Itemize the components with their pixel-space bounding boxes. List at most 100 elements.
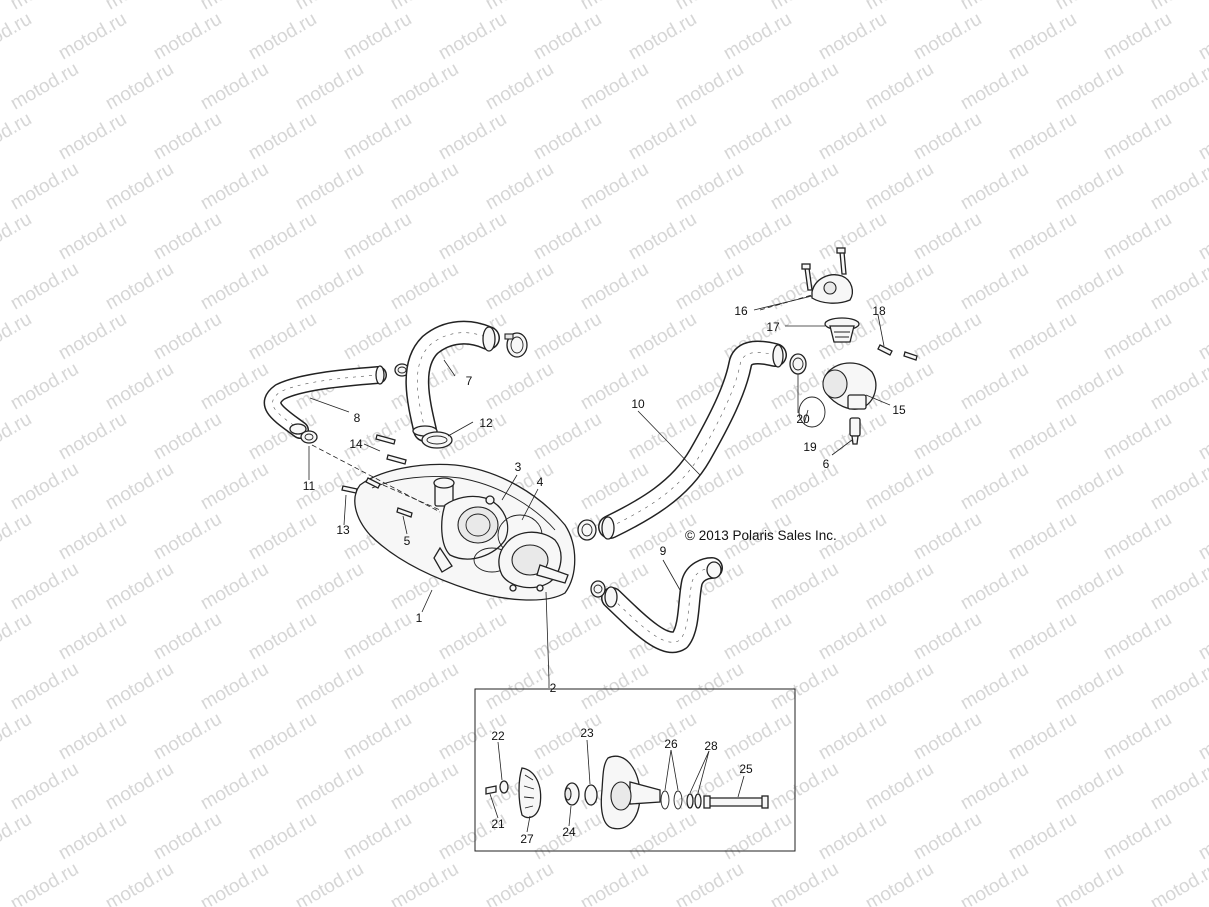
- watermark-text: motod.ru: [1147, 559, 1209, 615]
- watermark-text: motod.ru: [862, 759, 937, 815]
- watermark-text: motod.ru: [672, 659, 747, 715]
- watermark-text: motod.ru: [7, 159, 82, 215]
- watermark-text: motod.ru: [387, 859, 462, 907]
- impeller-detail-box: [474, 688, 796, 852]
- watermark-text: motod.ru: [1195, 609, 1209, 665]
- watermark-text: motod.ru: [720, 9, 795, 65]
- watermark-text: motod.ru: [1195, 9, 1209, 65]
- watermark-text: motod.ru: [150, 709, 225, 765]
- watermark-text: motod.ru: [815, 109, 890, 165]
- watermark-text: motod.ru: [1005, 809, 1080, 865]
- watermark-text: motod.ru: [55, 709, 130, 765]
- watermark-text: motod.ru: [387, 59, 462, 115]
- watermark-text: motod.ru: [1195, 809, 1209, 865]
- watermark-text: motod.ru: [530, 109, 605, 165]
- water-pump-housing-3: [433, 477, 509, 573]
- watermark-text: motod.ru: [150, 9, 225, 65]
- watermark-text: motod.ru: [625, 9, 700, 65]
- hose-clamp-7: [504, 332, 528, 358]
- callout-27: 27: [520, 832, 534, 846]
- watermark-text: motod.ru: [150, 409, 225, 465]
- callout-20: 20: [796, 412, 810, 426]
- watermark-text: motod.ru: [340, 309, 415, 365]
- watermark-text: motod.ru: [910, 609, 985, 665]
- callout-28: 28: [704, 739, 718, 753]
- watermark-text: motod.ru: [1052, 459, 1127, 515]
- watermark-text: motod.ru: [1147, 359, 1209, 415]
- clamp-12: [421, 431, 453, 449]
- watermark-text: motod.ru: [910, 509, 985, 565]
- watermark-text: motod.ru: [0, 609, 35, 665]
- watermark-text: motod.ru: [55, 509, 130, 565]
- watermark-text: motod.ru: [435, 9, 510, 65]
- watermark-text: motod.ru: [862, 159, 937, 215]
- watermark-text: motod.ru: [1052, 559, 1127, 615]
- callout-15: 15: [892, 403, 906, 417]
- watermark-text: motod.ru: [1100, 9, 1175, 65]
- bolts-18: [877, 344, 918, 361]
- callout-10: 10: [631, 397, 645, 411]
- watermark-text: motod.ru: [340, 809, 415, 865]
- watermark-text: motod.ru: [577, 859, 652, 907]
- watermark-text: motod.ru: [482, 859, 557, 907]
- callout-24: 24: [562, 825, 576, 839]
- watermark-text: motod.ru: [1195, 409, 1209, 465]
- callout-3: 3: [515, 460, 522, 474]
- callout-1: 1: [416, 611, 423, 625]
- watermark-text: motod.ru: [625, 809, 700, 865]
- watermark-text: motod.ru: [197, 59, 272, 115]
- watermark-text: motod.ru: [767, 659, 842, 715]
- watermark-text: motod.ru: [7, 359, 82, 415]
- watermark-text: motod.ru: [957, 259, 1032, 315]
- watermark-text: motod.ru: [7, 559, 82, 615]
- watermark-text: motod.ru: [1005, 309, 1080, 365]
- callout-11: 11: [303, 479, 316, 493]
- watermark-text: motod.ru: [1147, 259, 1209, 315]
- copyright-notice: © 2013 Polaris Sales Inc.: [685, 528, 837, 543]
- watermark-text: motod.ru: [197, 459, 272, 515]
- watermark-text: motod.ru: [1195, 509, 1209, 565]
- watermark-text: motod.ru: [577, 659, 652, 715]
- watermark-text: motod.ru: [1147, 59, 1209, 115]
- callout-21: 21: [491, 817, 505, 831]
- watermark-text: motod.ru: [245, 609, 320, 665]
- watermark-text: motod.ru: [0, 109, 35, 165]
- hose-8: [263, 365, 387, 439]
- watermark-text: motod.ru: [292, 659, 367, 715]
- watermark-text: motod.ru: [720, 609, 795, 665]
- callout-labels: 1 2 3 4 5 6 7 8 9 10 11 12 13 14 15 16 1…: [303, 304, 906, 846]
- watermark-text: motod.ru: [1005, 709, 1080, 765]
- watermark-text: motod.ru: [55, 609, 130, 665]
- hose-clamp-10-lower: [577, 519, 597, 541]
- watermark-text: motod.ru: [1005, 509, 1080, 565]
- watermark-text: motod.ru: [625, 309, 700, 365]
- watermark-text: motod.ru: [957, 59, 1032, 115]
- watermark-text: motod.ru: [1147, 759, 1209, 815]
- watermark-text: motod.ru: [482, 659, 557, 715]
- watermark-text: motod.ru: [720, 709, 795, 765]
- thermostat-17: [824, 317, 860, 343]
- watermark-text: motod.ru: [435, 609, 510, 665]
- watermark-text: motod.ru: [245, 809, 320, 865]
- watermark-text: motod.ru: [1052, 759, 1127, 815]
- clamp-20: [789, 353, 807, 375]
- watermark-text: motod.ru: [0, 509, 35, 565]
- watermark-text: motod.ru: [815, 809, 890, 865]
- callout-9: 9: [660, 544, 667, 558]
- callout-14: 14: [349, 437, 363, 451]
- watermark-text: motod.ru: [197, 559, 272, 615]
- watermark-text: motod.ru: [55, 209, 130, 265]
- watermark-text: motod.ru: [957, 759, 1032, 815]
- watermark-text: motod.ru: [197, 359, 272, 415]
- watermark-text: motod.ru: [1005, 609, 1080, 665]
- callout-12: 12: [479, 416, 493, 430]
- callout-4: 4: [537, 475, 544, 489]
- leader-lines: [308, 295, 891, 688]
- callout-23: 23: [580, 726, 594, 740]
- watermark-text: motod.ru: [102, 259, 177, 315]
- watermark-text: motod.ru: [1195, 209, 1209, 265]
- watermark-text: motod.ru: [1052, 159, 1127, 215]
- watermark-text: motod.ru: [102, 159, 177, 215]
- watermark-text: motod.ru: [957, 559, 1032, 615]
- watermark-text: motod.ru: [292, 859, 367, 907]
